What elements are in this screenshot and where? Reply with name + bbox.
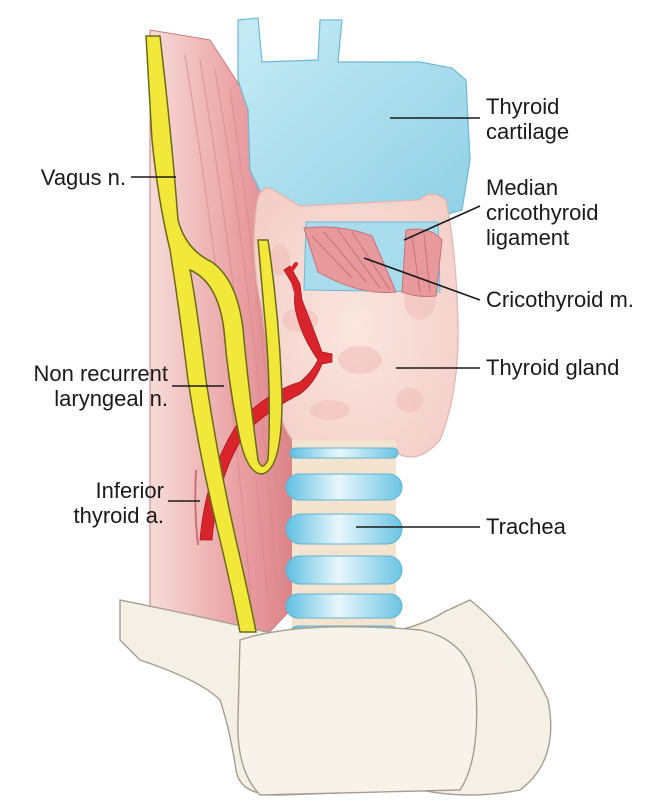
label-inferior-thyroid-artery: Inferior thyroid a. <box>60 478 164 528</box>
label-thyroid-cartilage-line2: cartilage <box>486 119 569 144</box>
label-inferior-line2: thyroid a. <box>60 503 164 528</box>
label-thyroid-cartilage-line1: Thyroid <box>486 94 569 119</box>
label-thyroid-gland-text: Thyroid gland <box>486 355 619 380</box>
label-vagus-nerve-text: Vagus n. <box>30 165 126 190</box>
label-non-recurrent-line2: laryngeal n. <box>8 386 168 411</box>
label-trachea-text: Trachea <box>486 514 566 539</box>
label-median-line2: cricothyroid <box>486 200 598 225</box>
label-cricothyroid-muscle-text: Cricothyroid m. <box>486 287 634 312</box>
label-median-line1: Median <box>486 175 598 200</box>
label-cricothyroid-muscle: Cricothyroid m. <box>486 287 634 312</box>
label-non-recurrent-laryngeal-nerve: Non recurrent laryngeal n. <box>8 361 168 411</box>
label-thyroid-cartilage: Thyroid cartilage <box>486 94 569 144</box>
label-median-cricothyroid-ligament: Median cricothyroid ligament <box>486 175 598 250</box>
label-non-recurrent-line1: Non recurrent <box>8 361 168 386</box>
label-vagus-nerve: Vagus n. <box>30 165 126 190</box>
label-trachea: Trachea <box>486 514 566 539</box>
sternum-shape <box>238 627 477 795</box>
label-median-line3: ligament <box>486 225 598 250</box>
label-thyroid-gland: Thyroid gland <box>486 355 619 380</box>
label-inferior-line1: Inferior <box>60 478 164 503</box>
cricothyroid-muscle-right <box>402 229 442 296</box>
